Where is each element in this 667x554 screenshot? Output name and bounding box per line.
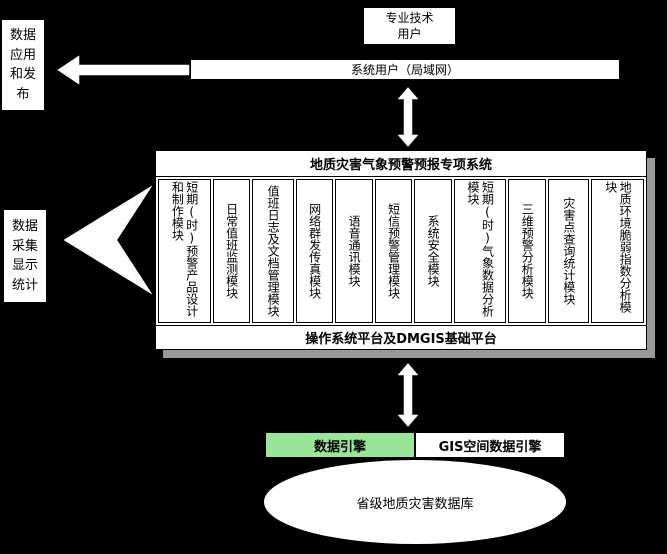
gis-engine-label: GIS空间数据引擎: [438, 439, 542, 455]
data-engine-label: 数据引擎: [313, 439, 366, 455]
module-warning-product-design: 短期(时)预警产品设计和制作模块: [158, 179, 211, 323]
module-geo-env-fragility-index: 地质环境脆弱指数分析模块: [591, 179, 645, 323]
professional-user-box: 专业技术用户: [363, 7, 456, 45]
module-daily-duty-monitoring: 日常值班监测模块: [212, 179, 251, 323]
module-strip: 短期(时)预警产品设计和制作模块 日常值班监测模块 值班日志及文档管理模块 网络…: [156, 177, 646, 325]
data-collect-label-box: 数据采集显示统计: [4, 210, 46, 302]
platform-bar: 操作系统平台及DMGIS基础平台: [156, 325, 646, 349]
system-users-lan-label: 系统用户（局域网）: [350, 63, 459, 77]
module-system-security: 系统安全模块: [414, 179, 452, 323]
module-voice-communication: 语音通讯模块: [335, 179, 373, 323]
collect-left-arrow-icon: [60, 182, 156, 298]
double-arrow-bottom-icon: [394, 360, 422, 430]
gis-engine-box: GIS空间数据引擎: [415, 432, 565, 458]
data-engine-box: 数据引擎: [265, 432, 415, 458]
module-meteo-data-analysis: 短期(时)气象数据分析模块: [453, 179, 507, 323]
professional-user-label: 专业技术用户: [385, 10, 434, 41]
module-sms-warning: 短信预警管理模块: [374, 179, 413, 323]
module-duty-log-document: 值班日志及文档管理模块: [252, 179, 294, 323]
module-disaster-point-query: 灾害点查询统计模块: [547, 179, 590, 323]
database-label: 省级地质灾害数据库: [356, 496, 474, 512]
double-arrow-top-icon: [394, 84, 422, 150]
system-title: 地质灾害气象预警预报专项系统: [156, 151, 646, 177]
module-3d-warning-analysis: 三维预警分析模块: [508, 179, 546, 323]
data-publish-label-box: 数据应用和发布: [2, 20, 44, 110]
database-ellipse: 省级地质灾害数据库: [263, 459, 567, 545]
data-collect-label: 数据采集显示统计: [11, 219, 38, 293]
system-users-lan-bar: 系统用户（局域网）: [190, 59, 620, 80]
module-network-fax: 网络群发传真模块: [295, 179, 334, 323]
system-box: 地质灾害气象预警预报专项系统 短期(时)预警产品设计和制作模块 日常值班监测模块…: [155, 150, 647, 350]
publish-left-arrow-icon: [54, 52, 191, 88]
data-publish-label: 数据应用和发布: [9, 28, 36, 102]
